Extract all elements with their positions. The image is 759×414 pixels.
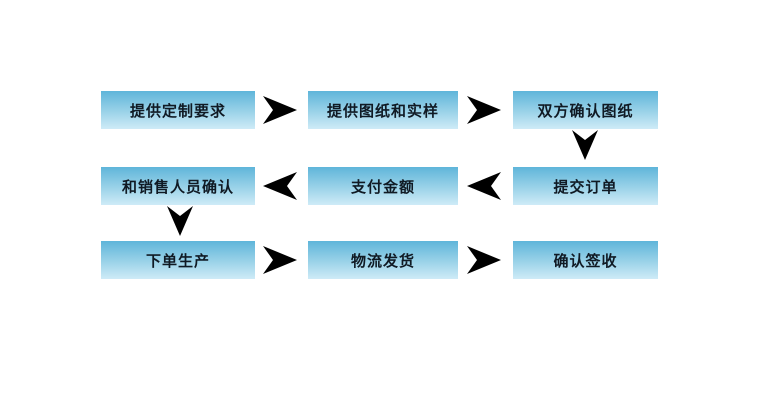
arrow-down-icon — [572, 130, 598, 160]
flow-step-7: 下单生产 — [101, 241, 255, 279]
flow-step-4: 提交订单 — [513, 167, 658, 205]
arrow-right-icon — [263, 246, 297, 274]
flow-step-2: 提供图纸和实样 — [308, 91, 458, 129]
arrow-right-icon — [467, 246, 501, 274]
arrow-left-icon — [263, 172, 297, 200]
arrow-right-icon — [263, 96, 297, 124]
arrow-right-icon — [467, 96, 501, 124]
flow-step-3: 双方确认图纸 — [513, 91, 658, 129]
flow-step-5: 支付金额 — [308, 167, 458, 205]
arrow-down-icon — [167, 206, 193, 236]
flow-step-9: 确认签收 — [513, 241, 658, 279]
flow-step-8: 物流发货 — [308, 241, 458, 279]
arrow-left-icon — [467, 172, 501, 200]
flow-step-6: 和销售人员确认 — [101, 167, 255, 205]
flow-step-1: 提供定制要求 — [101, 91, 255, 129]
